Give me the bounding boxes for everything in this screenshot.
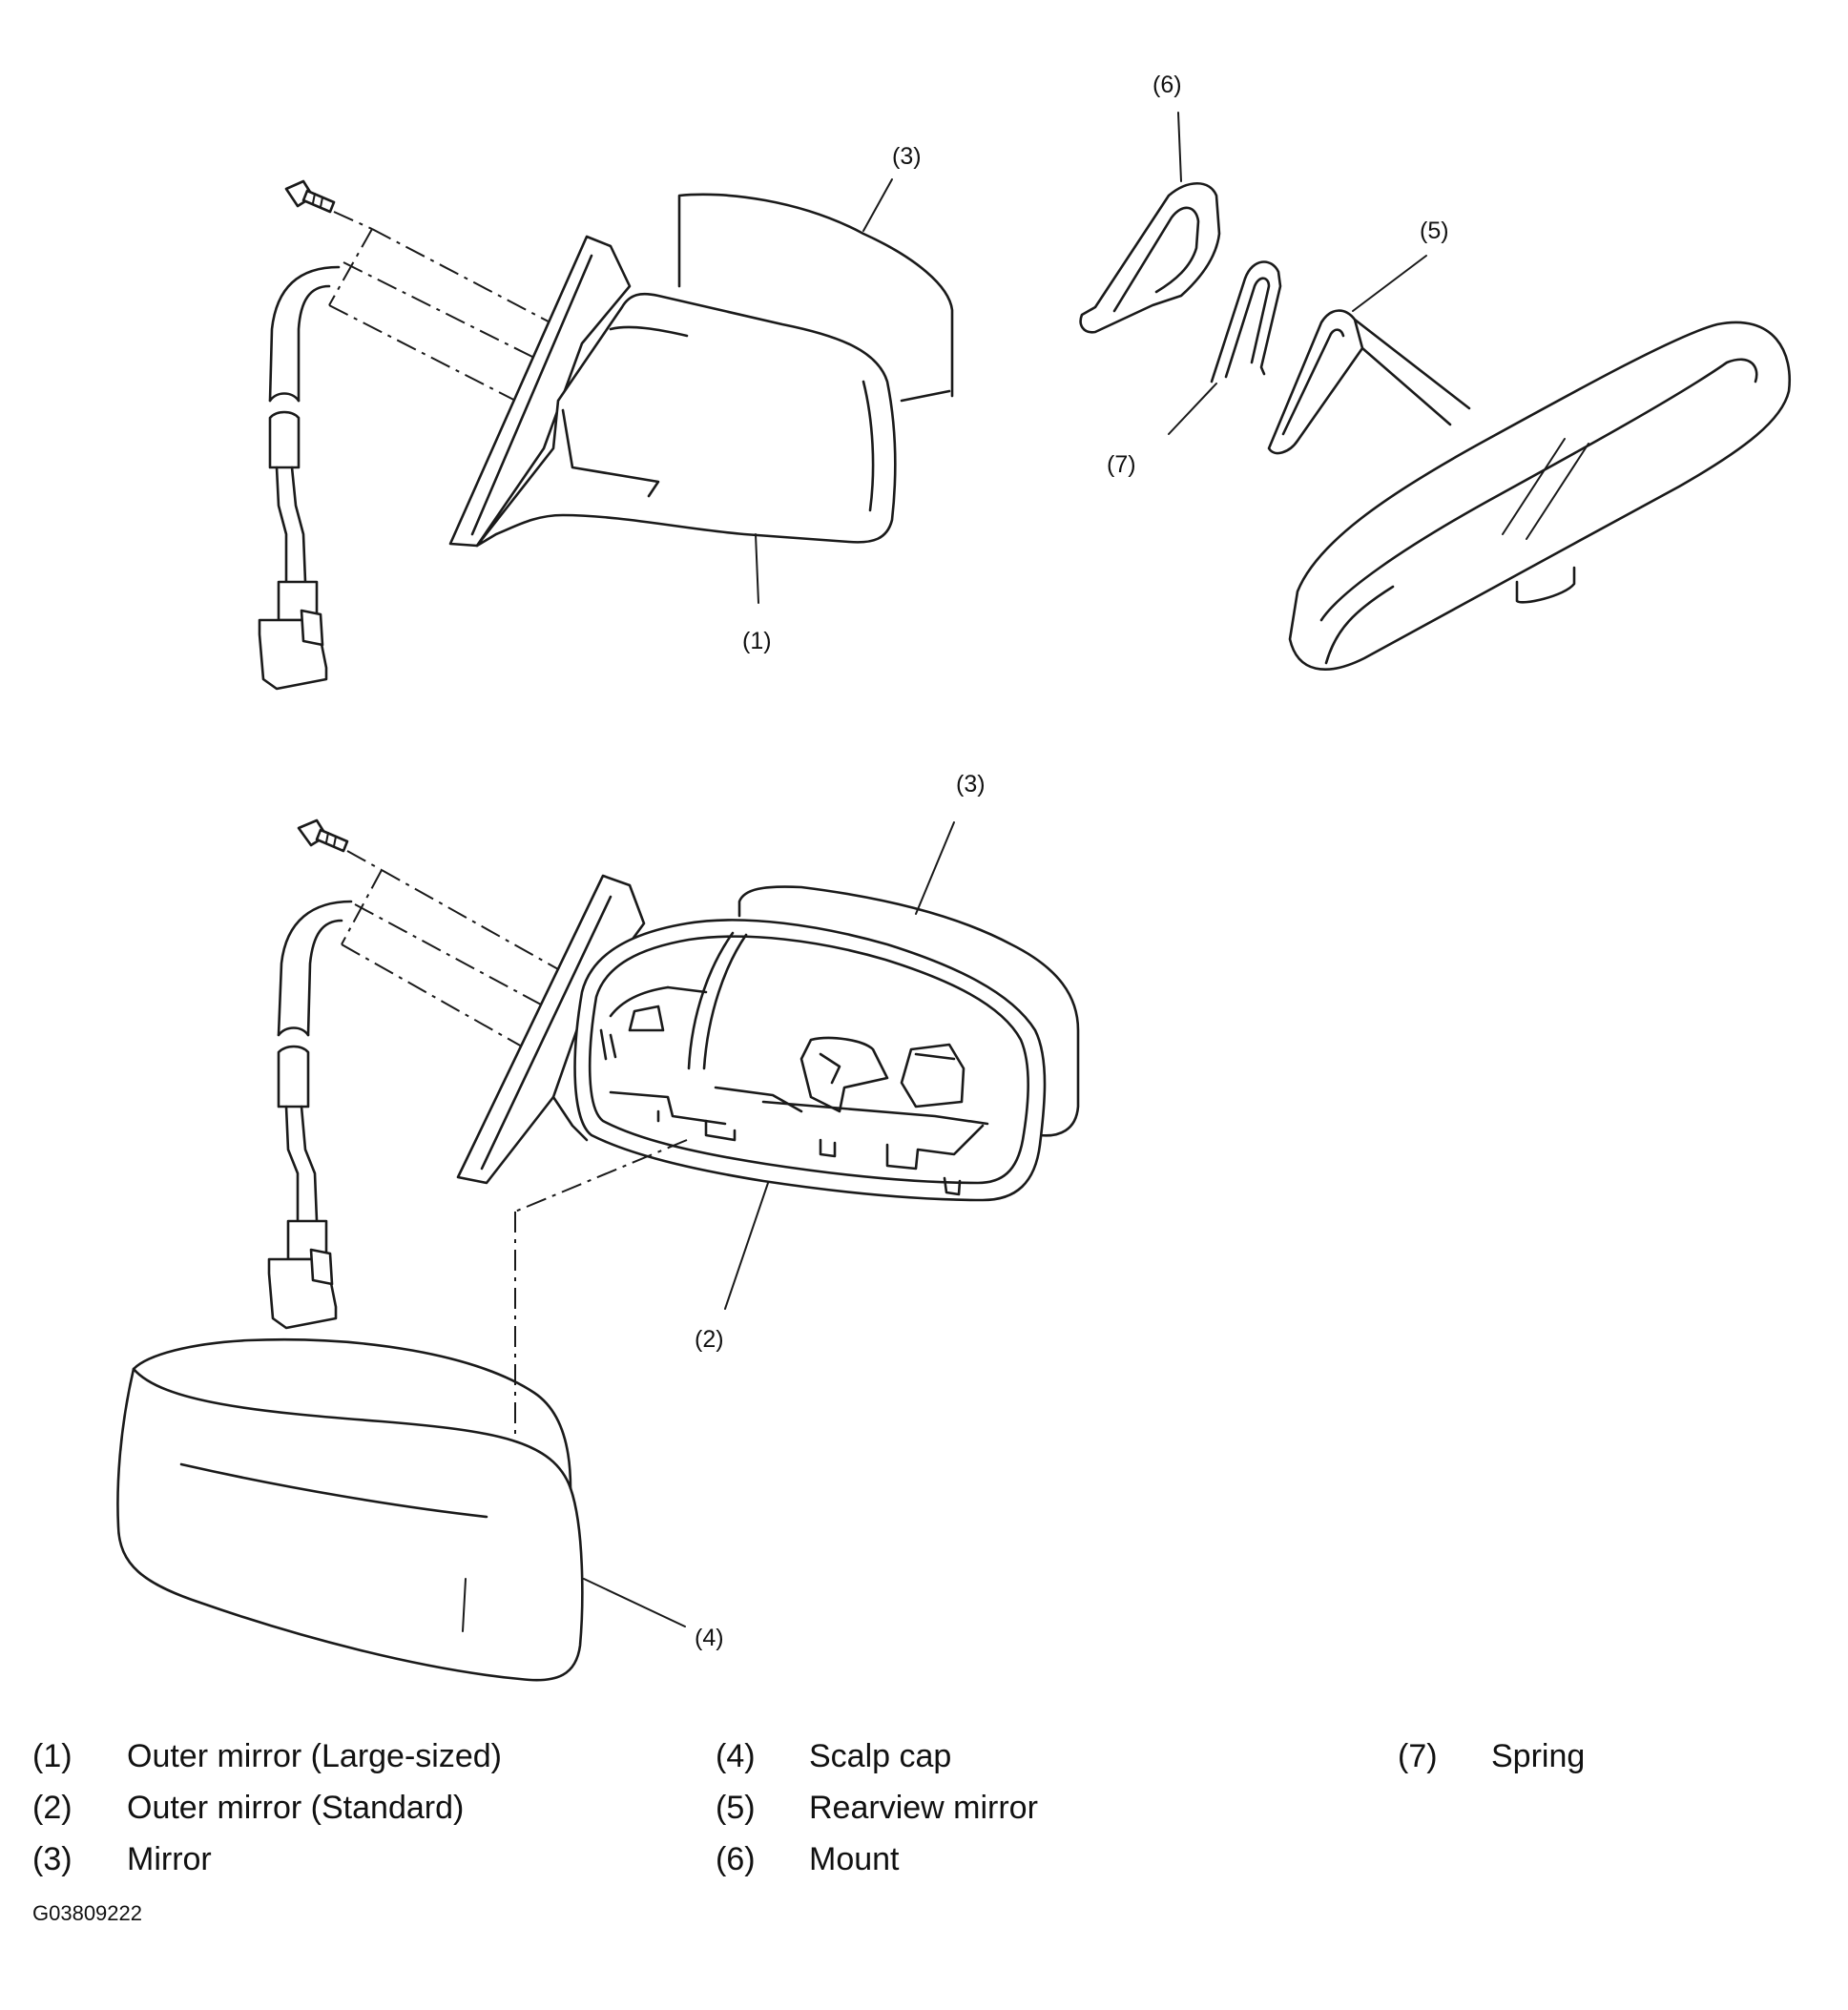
spring: [1210, 260, 1282, 383]
legend-num-7: (7): [1398, 1738, 1438, 1774]
legend-num-1: (1): [32, 1738, 73, 1774]
legend-num-5: (5): [716, 1790, 756, 1826]
legend-num-6: (6): [716, 1841, 756, 1877]
mount: [1079, 182, 1221, 334]
legend-text-7: Spring: [1491, 1738, 1586, 1774]
callout-5: (5): [1420, 218, 1449, 244]
connector-top: [258, 580, 328, 691]
callout-4: (4): [695, 1625, 724, 1651]
legend-text-5: Rearview mirror: [809, 1790, 1038, 1826]
callout-1: (1): [742, 628, 772, 654]
outer-mirror-large-assembly: [258, 178, 954, 691]
mirror-glass-bottom: [737, 885, 1080, 1137]
bolt-bottom: [297, 819, 349, 853]
legend-text-6: Mount: [809, 1841, 900, 1877]
connector-bottom: [267, 1219, 338, 1330]
outer-mirror-standard-assembly: [116, 819, 1080, 1682]
legend-num-4: (4): [716, 1738, 756, 1774]
legend-num-2: (2): [32, 1790, 73, 1826]
legend-text-3: Mirror: [127, 1841, 212, 1877]
legend-text-2: Outer mirror (Standard): [127, 1790, 465, 1826]
bolt-top: [284, 179, 336, 214]
callout-3-top: (3): [892, 143, 922, 170]
scalp-cap: [116, 1337, 584, 1682]
legend-num-3: (3): [32, 1841, 73, 1877]
mirror-glass-top: [677, 193, 954, 403]
figure-code: G03809222: [32, 1901, 142, 1925]
legend-text-1: Outer mirror (Large-sized): [127, 1738, 502, 1774]
callout-3-bottom: (3): [956, 771, 986, 798]
rearview-mirror: [1267, 309, 1792, 671]
callout-2: (2): [695, 1326, 724, 1353]
callout-7: (7): [1107, 451, 1136, 478]
rearview-mirror-assembly: [1079, 112, 1792, 671]
legend-text-4: Scalp cap: [809, 1738, 952, 1774]
callout-6: (6): [1152, 72, 1182, 98]
